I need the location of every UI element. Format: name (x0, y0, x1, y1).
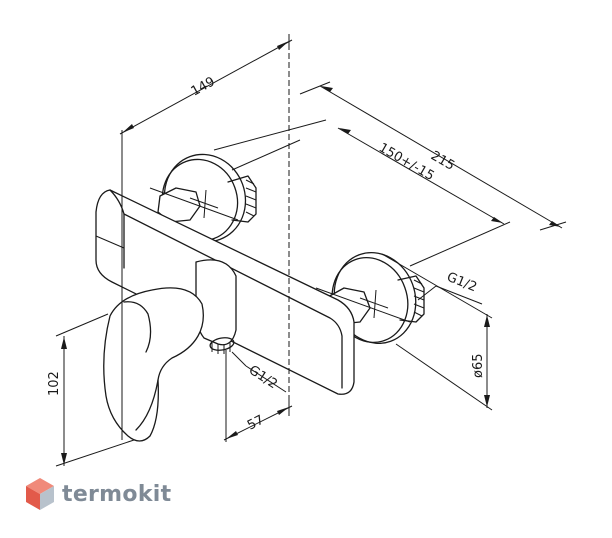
brand-logo: termokit (24, 474, 171, 514)
brand-name: termokit (62, 481, 172, 507)
dimension-outlet-offset: 57 (223, 350, 293, 442)
dimension-height: 102 (47, 313, 135, 467)
dimension-inlet-spacing: 150+/-15 (213, 119, 511, 267)
dimension-rosette-diameter: ø65 (381, 253, 493, 411)
outlet-offset-label: 57 (245, 413, 267, 434)
centerline-rosette-front (315, 287, 411, 323)
lever-handle (103, 287, 204, 442)
height-label: 102 (47, 371, 62, 396)
centerline-rosette-back (149, 187, 239, 221)
rosette-diameter-label: ø65 (471, 354, 486, 379)
cube-left-face (26, 486, 40, 510)
thread-bottom-label: G1/2 (246, 363, 280, 392)
dimension-width-label: 149 (189, 74, 218, 99)
cube-right-face (40, 486, 54, 510)
callout-thread-side: G1/2 (417, 270, 483, 305)
back-rosette (157, 153, 257, 243)
cube-logo-icon (26, 478, 54, 510)
dimension-inlet-spacing-label: 150+/-15 (376, 140, 437, 184)
